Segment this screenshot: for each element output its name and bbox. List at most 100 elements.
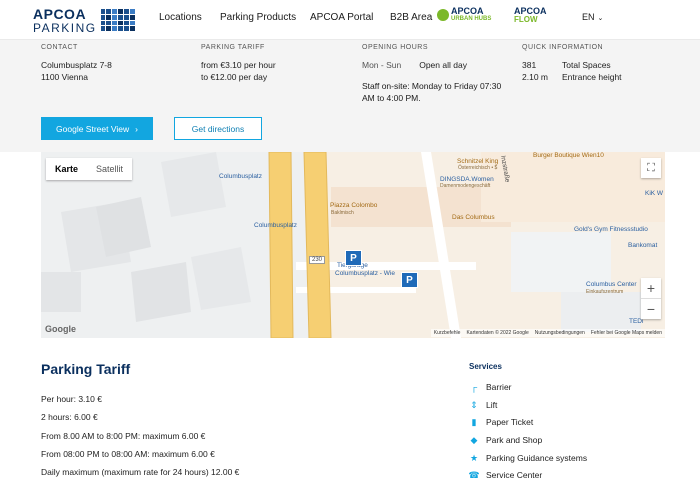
map-type-karte[interactable]: Karte [55, 164, 79, 174]
service-item-barrier: ┌ Barrier [469, 382, 512, 392]
quick-info-column: QUICK INFORMATION 381 Total Spaces 2.10 … [522, 44, 622, 83]
google-street-view-button[interactable]: Google Street View › [41, 117, 153, 140]
contact-label: CONTACT [41, 44, 78, 51]
map-label-columbus-center-sub: Einkaufszentrum [586, 289, 624, 295]
entrance-height-label: Entrance height [562, 72, 622, 82]
google-map[interactable]: Karte Satellit ⛶ Columbusplatz Columbusp… [41, 152, 665, 338]
contact-address-line: Columbusplatz 7-8 [41, 60, 112, 70]
map-label-das-columbus: Das Columbus [452, 214, 495, 221]
map-road-number: 230 [309, 256, 326, 264]
opening-hours-label: OPENING HOURS [362, 44, 429, 51]
tariff-line: From 8.00 AM to 8:00 PM: maximum 6.00 € [41, 431, 206, 441]
map-label-columbusplatz-top: Columbusplatz [219, 173, 262, 180]
service-label: Paper Ticket [486, 417, 534, 427]
tariff-line: From 08:00 PM to 08:00 AM: maximum 6.00 … [41, 449, 215, 459]
attribution-report[interactable]: Fehler bei Google Maps melden [590, 330, 662, 336]
map-label-tiefgarage-2: Columbusplatz - Wie [335, 270, 395, 277]
opening-hours-column: OPENING HOURS Mon - Sun Open all day Sta… [362, 44, 507, 104]
tariff-line: Daily maximum (maximum rate for 24 hours… [41, 467, 240, 477]
service-item-service-center: ☎ Service Center [468, 469, 543, 481]
language-selector[interactable]: EN⌄ [582, 12, 603, 22]
map-attribution: Kurzbefehle Kartendaten © 2022 Google Nu… [430, 329, 665, 337]
tariff-from-line: from €3.10 per hour [201, 60, 276, 70]
map-label-dingsda: DINGSDA.Women [440, 176, 494, 183]
barrier-icon: ┌ [470, 382, 478, 392]
google-logo: Google [45, 324, 76, 334]
map-type-control: Karte Satellit [46, 158, 133, 180]
attribution-terms[interactable]: Nutzungsbedingungen [534, 330, 585, 336]
urban-hubs-icon [437, 8, 449, 21]
language-label: EN [582, 12, 595, 22]
nav-apcoa-portal[interactable]: APCOA Portal [310, 12, 374, 23]
quick-info-row: 381 Total Spaces [522, 59, 622, 71]
service-label: Lift [486, 400, 498, 410]
zoom-control: + − [641, 278, 661, 319]
apcoa-flow-link[interactable]: APCOA FLOW [514, 7, 547, 24]
parking-tariff-title: Parking Tariff [41, 361, 131, 377]
staff-hours: Staff on-site: Monday to Friday 07:30 AM… [362, 81, 502, 103]
logo-apcoa-text: APCOA [33, 5, 87, 22]
nav-b2b-area[interactable]: B2B Area [390, 12, 433, 23]
park-shop-icon: ◆ [470, 434, 478, 445]
contact-city-line: 1100 Vienna [41, 72, 88, 82]
opening-value: Open all day [419, 60, 467, 70]
attribution-shortcuts[interactable]: Kurzbefehle [433, 330, 461, 336]
apcoa-parking-logo[interactable]: APCOA PARKING [33, 5, 135, 35]
opening-days: Mon - Sun [362, 60, 402, 70]
map-label-piazza: Piazza Colombo [330, 202, 378, 209]
parking-marker-icon[interactable]: P [345, 250, 362, 266]
map-label-burger: Burger Boutique Wien10 [533, 152, 604, 159]
service-label: Park and Shop [486, 435, 543, 445]
map-label-schnitzel-sub: Österreichisch • $ [458, 165, 498, 171]
chevron-right-icon: › [135, 123, 138, 134]
total-spaces-label: Total Spaces [562, 60, 611, 70]
map-label-tedi: TEDi [629, 318, 644, 325]
map-label-bankomat: Bankomat [628, 242, 658, 249]
map-label-piazza-sub: Baklmisch [331, 210, 354, 216]
chevron-down-icon: ⌄ [597, 15, 604, 22]
zoom-out-icon[interactable]: − [646, 301, 656, 317]
map-label-kik: KiK W [645, 190, 664, 197]
service-label: Barrier [486, 382, 512, 392]
tariff-line: Per hour: 3.10 € [41, 394, 102, 404]
lift-icon: ⇕ [470, 399, 478, 410]
ticket-icon: ▮ [471, 416, 477, 427]
quick-info-label: QUICK INFORMATION [522, 44, 604, 51]
nav-parking-products[interactable]: Parking Products [220, 12, 297, 23]
service-item-paper-ticket: ▮ Paper Ticket [469, 416, 534, 428]
services-title: Services [469, 362, 502, 371]
nav-locations[interactable]: Locations [159, 12, 202, 23]
map-label-schnitzel: Schnitzel King [457, 158, 499, 165]
tariff-line: 2 hours: 6.00 € [41, 412, 98, 422]
get-directions-button[interactable]: Get directions [174, 117, 262, 140]
zoom-in-icon[interactable]: + [646, 280, 656, 296]
total-spaces-value: 381 [522, 60, 537, 70]
map-label-columbusplatz-mid: Columbusplatz [254, 222, 297, 229]
site-header: APCOA PARKING Locations Parking Products… [0, 0, 700, 40]
street-view-label: Google Street View [56, 123, 130, 134]
service-center-icon: ☎ [468, 469, 480, 480]
parking-marker-icon[interactable]: P [401, 272, 418, 288]
map-type-satellit[interactable]: Satellit [96, 164, 124, 174]
urban-hubs-main: APCOA [451, 6, 484, 16]
service-label: Service Center [486, 470, 543, 480]
attribution-mapdata: Kartendaten © 2022 Google [466, 330, 529, 336]
map-label-golds: Gold's Gym Fitnessstudio [574, 226, 648, 233]
fullscreen-icon[interactable]: ⛶ [641, 158, 661, 178]
tariff-column: PARKING TARIFF from €3.10 per hour to €1… [201, 44, 276, 83]
logo-grid-icon [100, 9, 135, 31]
guidance-icon: ★ [469, 452, 479, 463]
contact-column: CONTACT Columbusplatz 7-8 1100 Vienna [41, 44, 112, 83]
apcoa-urban-hubs-link[interactable]: APCOA URBAN HUBS [437, 7, 491, 22]
map-label-dingsda-sub: Damenmodengeschäft [440, 183, 491, 189]
flow-sub: FLOW [514, 15, 538, 24]
tariff-label: PARKING TARIFF [201, 44, 265, 51]
service-item-park-and-shop: ◆ Park and Shop [469, 434, 543, 446]
flow-main: APCOA [514, 6, 547, 16]
service-item-lift: ⇕ Lift [469, 399, 498, 411]
service-label: Parking Guidance systems [486, 453, 588, 463]
quick-info-row: 2.10 m Entrance height [522, 71, 622, 83]
directions-label: Get directions [191, 123, 245, 134]
logo-parking-text: PARKING [33, 20, 97, 35]
service-item-guidance: ★ Parking Guidance systems [469, 452, 588, 464]
